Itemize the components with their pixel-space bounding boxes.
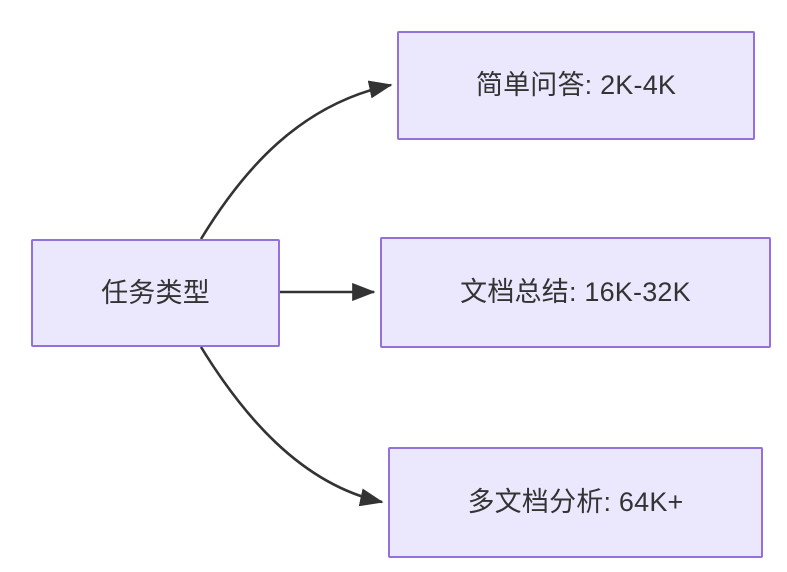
node-simple-qa-label: 简单问答: 2K-4K [475,70,677,101]
edge-root-to-multi-doc [199,346,384,507]
node-document-summary[interactable]: 文档总结: 16K-32K [380,237,771,348]
node-multi-document-analysis-label: 多文档分析: 64K+ [467,487,684,518]
edge-root-to-simple-qa [199,80,393,240]
node-simple-qa[interactable]: 简单问答: 2K-4K [397,31,755,140]
node-root-label: 任务类型 [101,277,210,308]
node-document-summary-label: 文档总结: 16K-32K [460,277,691,308]
node-root-task-type[interactable]: 任务类型 [31,239,280,347]
node-multi-document-analysis[interactable]: 多文档分析: 64K+ [388,447,763,558]
